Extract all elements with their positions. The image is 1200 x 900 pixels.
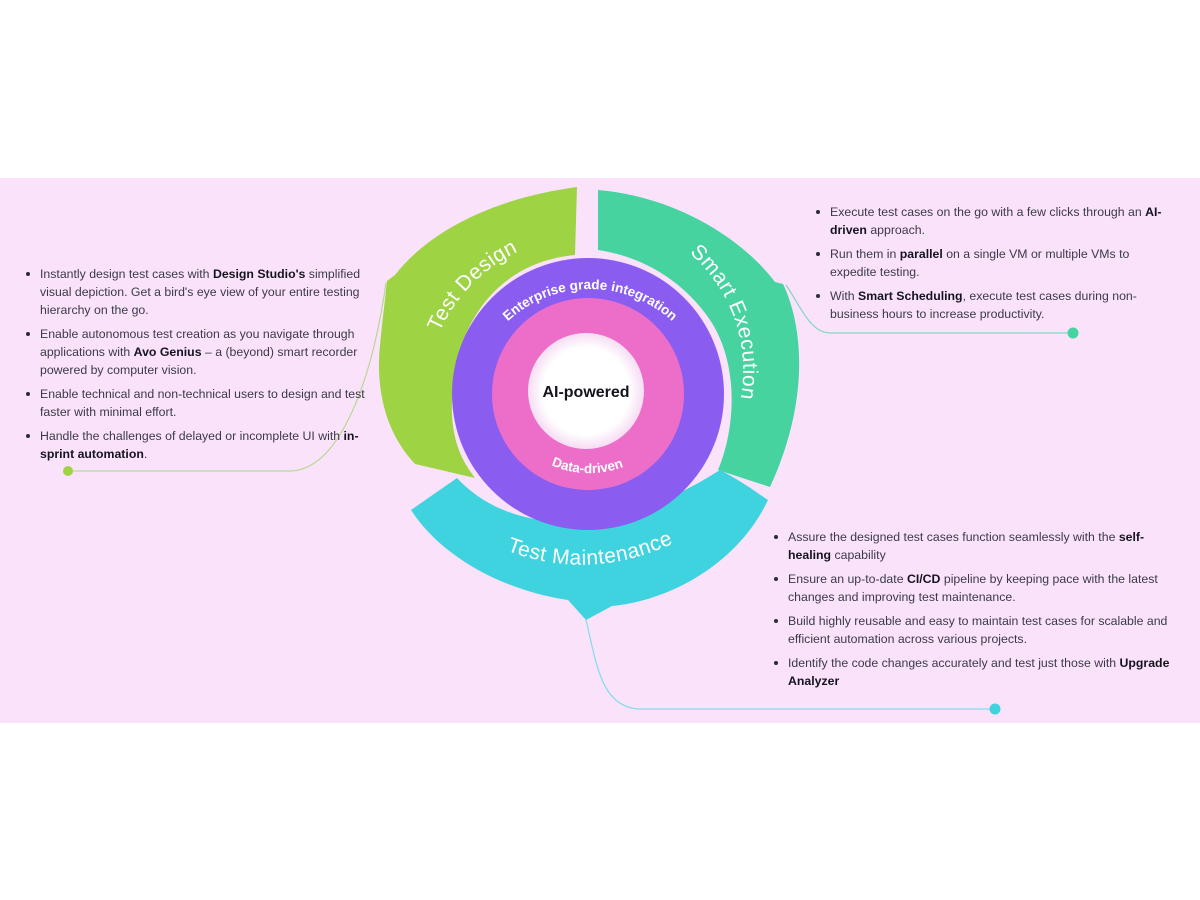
bullet-bold-text: AI-driven <box>830 205 1162 237</box>
connector-dot-test-maintenance <box>989 703 1001 715</box>
bullet-bold-text: in-sprint automation <box>40 429 359 461</box>
bullet-bold-text: self-healing <box>788 530 1145 562</box>
connector-dot-test-design <box>63 466 73 476</box>
bullet-text: , execute test cases during non-business… <box>830 289 1137 321</box>
bullet-text: Instantly design test cases with <box>40 267 213 281</box>
bullet-item: With Smart Scheduling, execute test case… <box>814 287 1164 323</box>
bullet-text: pipeline by keeping pace with the latest… <box>788 572 1158 604</box>
center-label: AI-powered <box>542 384 629 401</box>
bullet-item: Build highly reusable and easy to mainta… <box>772 612 1172 648</box>
smart-execution-bullet-list: Execute test cases on the go with a few … <box>814 203 1164 329</box>
bullet-text: capability <box>831 548 886 562</box>
bullet-item: Enable technical and non-technical users… <box>24 385 369 421</box>
bullet-text: on a single VM or multiple VMs to expedi… <box>830 247 1130 279</box>
ring-label-data-driven: Data-driven <box>550 454 625 476</box>
bullet-text: Ensure an up-to-date <box>788 572 907 586</box>
bullet-text: Execute test cases on the go with a few … <box>830 205 1146 219</box>
bullet-item: Identify the code changes accurately and… <box>772 654 1172 690</box>
bullet-text: – a (beyond) smart recorder powered by c… <box>40 345 358 377</box>
bullet-text: . <box>143 447 148 461</box>
bullet-text: Build highly reusable and easy to mainta… <box>788 614 1168 646</box>
segment-test-design <box>378 187 577 478</box>
bullet-item: Handle the challenges of delayed or inco… <box>24 427 369 463</box>
bullet-text: Enable technical and non-technical users… <box>40 387 365 419</box>
segment-smart-execution <box>598 190 800 487</box>
segment-test-maintenance <box>411 470 768 620</box>
bullet-bold-text: Upgrade Analyzer <box>788 656 1170 688</box>
test-design-bullet-list: Instantly design test cases with Design … <box>24 265 369 469</box>
bullet-item: Ensure an up-to-date CI/CD pipeline by k… <box>772 570 1172 606</box>
center-circle <box>528 333 644 449</box>
bullet-bold-text: Smart Scheduling <box>858 289 963 303</box>
bullet-text: Assure the designed test cases function … <box>788 530 1119 544</box>
bullet-text: Handle the challenges of delayed or inco… <box>40 429 344 443</box>
connector-dot-smart-execution <box>1067 327 1079 339</box>
bullet-bold-text: Avo Genius <box>133 345 202 359</box>
bullet-bold-text: Design Studio's <box>212 267 306 281</box>
bullet-item: Execute test cases on the go with a few … <box>814 203 1164 239</box>
bullet-bold-text: CI/CD <box>906 572 941 586</box>
connector-line-test-maintenance <box>585 619 995 710</box>
bullet-item: Run them in parallel on a single VM or m… <box>814 245 1164 281</box>
bullet-text: With <box>830 289 859 303</box>
bullet-text: Enable autonomous test creation as you n… <box>40 327 355 359</box>
bullet-text: approach. <box>866 223 926 237</box>
bullet-item: Enable autonomous test creation as you n… <box>24 325 369 379</box>
test-maintenance-bullet-list: Assure the designed test cases function … <box>772 528 1172 696</box>
bullet-item: Instantly design test cases with Design … <box>24 265 369 319</box>
connector-line-test-design <box>68 282 387 472</box>
connector-line-smart-execution <box>785 284 1073 334</box>
bullet-text: Run them in <box>830 247 900 261</box>
bullet-item: Assure the designed test cases function … <box>772 528 1172 564</box>
bullet-text: simplified visual depiction. Get a bird'… <box>40 267 361 317</box>
bullet-bold-text: parallel <box>899 247 943 261</box>
bullet-text: Identify the code changes accurately and… <box>788 656 1120 670</box>
